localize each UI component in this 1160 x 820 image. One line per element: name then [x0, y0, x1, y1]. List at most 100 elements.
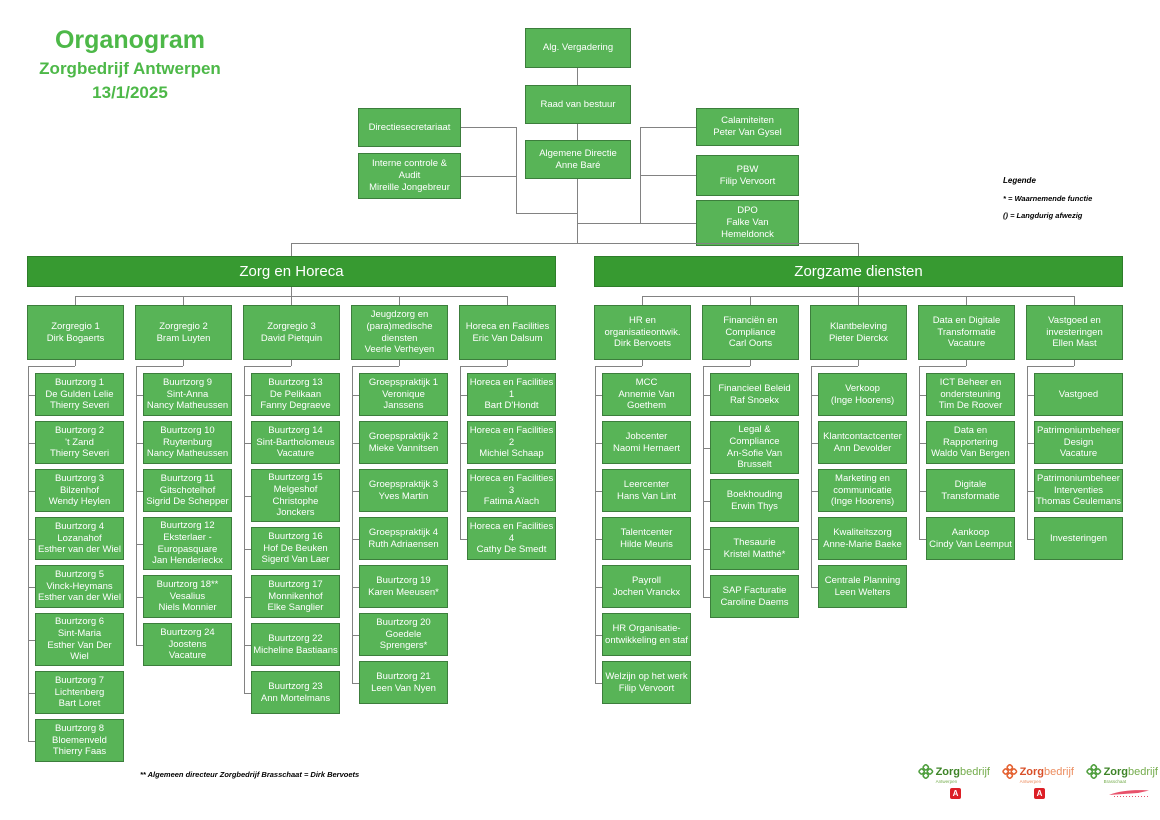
connector-line [28, 587, 35, 588]
org-box-line: Mireille Jongebreur [369, 181, 450, 193]
org-box-line: Data en Digitale [932, 314, 1001, 326]
connector-line [516, 127, 517, 213]
org-box-line: Elke Sanglier [267, 602, 324, 614]
legend-item: () = Langdurig afwezig [1003, 211, 1083, 220]
org-box-line: diensten [381, 332, 418, 344]
org-box-line: Interventies [1053, 484, 1104, 496]
org-box-line: Directiesecretariaat [368, 121, 451, 133]
org-box-line: Digitale [954, 478, 987, 490]
connector-line [642, 296, 643, 305]
org-box-line: Algemene Directie [539, 147, 617, 159]
org-box-line: Horeca en Facilities [469, 520, 554, 532]
org-box-line: Cathy De Smedt [476, 544, 547, 556]
org-box-line: Bilzenhof [59, 484, 100, 496]
connector-line [595, 395, 602, 396]
org-box-line: Thierry Faas [52, 746, 107, 758]
connector-line [595, 635, 602, 636]
org-box-line: Kwaliteitszorg [833, 526, 892, 538]
connector-line [244, 496, 251, 497]
org-box-line: Compliance [725, 326, 776, 338]
org-box-line: ondersteuning [940, 388, 1001, 400]
org-box-line: Bloemenveld [52, 734, 107, 746]
logo-brand-bold: Zorg [1019, 766, 1045, 778]
org-box-line: Hilde Meuris [620, 538, 673, 550]
connector-line [28, 366, 75, 367]
branch-header: Zorgzame diensten [594, 256, 1123, 287]
connector-line [577, 124, 578, 140]
org-box-line: Bart Loret [58, 698, 101, 710]
connector-line [136, 544, 143, 545]
org-box-line: Tim De Roover [938, 400, 1003, 412]
connector-line [460, 366, 507, 367]
org-box-line: Buurtzorg 23 [268, 680, 323, 692]
org-box-line: (para)medische [366, 320, 433, 332]
connector-line [919, 491, 926, 492]
org-box-line: Marketing en [835, 472, 890, 484]
org-box-line: Horeca en Facilities [469, 424, 554, 436]
org-box-line: Boekhouding [726, 488, 783, 500]
org-box-line: Alg. Vergadering [542, 42, 614, 54]
org-box-line: Buurtzorg 2 [54, 424, 105, 436]
connector-line [1027, 443, 1034, 444]
connector-line [577, 179, 578, 243]
connector-line [28, 491, 35, 492]
org-box-line: Buurtzorg 12 [160, 520, 215, 531]
org-box-line: Audit [398, 170, 421, 182]
org-box-line: Groepspraktijk 1 [368, 376, 439, 388]
connector-line [1027, 366, 1028, 539]
connector-line [919, 366, 966, 367]
org-box-line: Hans Van Lint [617, 490, 676, 502]
org-box-line: David Pietquin [260, 332, 323, 344]
connector-line [703, 501, 710, 502]
connector-line [460, 366, 461, 539]
connector-line [244, 693, 251, 694]
connector-line [595, 539, 602, 540]
org-box-line: Wendy Heylen [48, 496, 111, 508]
connector-line [399, 360, 400, 366]
connector-line [352, 683, 359, 684]
connector-line [244, 597, 251, 598]
org-box-line: Bart D'Hondt [484, 400, 539, 412]
legend-item: * = Waarnemende functie [1003, 194, 1093, 203]
connector-line [352, 443, 359, 444]
org-box-line: Vacature [947, 338, 986, 350]
org-box-line: Vastgoed en [1048, 314, 1101, 326]
org-box-line: Buurtzorg 16 [268, 530, 323, 542]
org-box-line: Buurtzorg 11 [160, 472, 215, 484]
org-box-line: Patrimoniumbeheer [1037, 424, 1120, 436]
swoosh-icon [1109, 789, 1149, 797]
connector-line [352, 587, 359, 588]
org-box-line: Transformatie [941, 490, 1000, 502]
org-box-line: Patrimoniumbeheer [1037, 472, 1120, 484]
org-box-line: Eksterlaer - [163, 531, 212, 543]
org-box-line: Hemeldonck [721, 228, 774, 240]
